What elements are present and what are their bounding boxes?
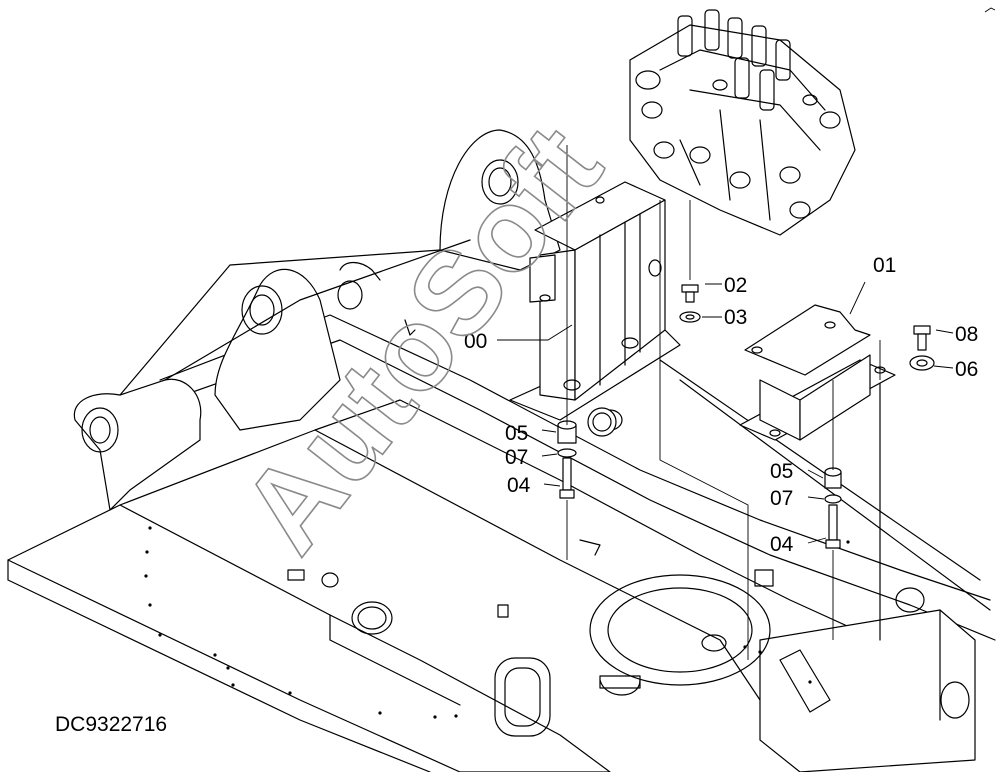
valve-bracket-part-00 (509, 181, 681, 421)
callout-06: 06 (955, 358, 978, 381)
callout-04-left: 04 (507, 474, 531, 497)
callout-02: 02 (724, 274, 747, 297)
fastener-part-07-washer-left (557, 448, 577, 458)
main-frame (7, 314, 996, 773)
callout-03: 03 (724, 306, 747, 329)
callout-05-left: 05 (505, 422, 528, 445)
fastener-part-03-washer (679, 311, 701, 323)
loose-washer (587, 407, 617, 437)
corner-mark (984, 7, 996, 13)
fastener-part-04-bolt-right (825, 504, 841, 549)
callout-leaders (497, 281, 954, 544)
document-id: DC9322716 (55, 713, 167, 736)
fastener-part-05-spacer-left (557, 420, 577, 444)
callout-00: 00 (464, 330, 487, 353)
mount-block-part-01 (739, 304, 896, 441)
callout-labels: 00 01 02 03 08 06 05 07 04 05 07 04 (464, 254, 978, 556)
fastener-part-06-washer (909, 355, 935, 371)
fastener-part-05-spacer-right (824, 467, 842, 489)
assembly-center-lines (566, 145, 881, 660)
callout-05-right: 05 (770, 460, 793, 483)
fastener-part-07-washer-right (824, 494, 842, 504)
fastener-part-04-bolt-left (559, 457, 575, 499)
callout-08: 08 (955, 323, 978, 346)
callout-01: 01 (873, 254, 896, 277)
fastener-part-08-bolt (913, 325, 931, 351)
callout-07-left: 07 (505, 446, 528, 469)
boom-foot-brackets (73, 129, 561, 511)
callout-04-right: 04 (770, 533, 794, 556)
callout-07-right: 07 (770, 487, 793, 510)
fastener-part-02-bolt (681, 284, 699, 303)
control-valve (629, 9, 856, 236)
